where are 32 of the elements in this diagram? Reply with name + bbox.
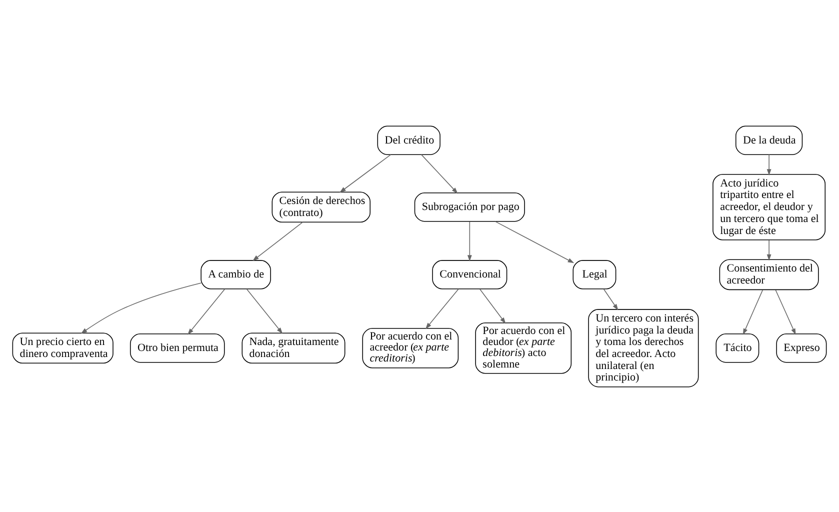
- arrow: [467, 220, 472, 261]
- node-box: Legal: [572, 260, 616, 289]
- node-box: De la deuda: [735, 125, 803, 154]
- arrow: [425, 288, 459, 329]
- node-box: Del crédito: [377, 125, 440, 154]
- arrow: [775, 289, 796, 334]
- arrow: [188, 288, 226, 334]
- arrow: [252, 221, 304, 260]
- arrow: [479, 288, 506, 324]
- arrow: [246, 288, 283, 334]
- node-box: Convencional: [432, 260, 508, 289]
- arrow: [421, 154, 458, 194]
- node-box: Subrogación por pago: [414, 192, 525, 222]
- arrow: [80, 282, 202, 334]
- arrow: [766, 154, 772, 175]
- arrow: [340, 154, 392, 192]
- arrow: [742, 289, 764, 334]
- node-box: Cesión de derechos (contrato): [272, 191, 371, 222]
- node-box: Por acuerdo con el acreedor (ex parte creditoris): [362, 328, 459, 368]
- node-box: Consentimiento del acreedor: [719, 258, 819, 290]
- node-box: Tácito: [716, 333, 760, 362]
- arrow: [603, 288, 618, 310]
- node-box: Un precio cierto en dinero compraventa: [12, 332, 114, 364]
- arrow: [766, 239, 772, 260]
- arrow: [494, 220, 574, 263]
- node-box: Por acuerdo con el deudor (ex parte debitoris) acto solemne: [475, 322, 572, 374]
- node-box: Nada, gratuitamente donación: [242, 332, 346, 364]
- node-box: Expreso: [776, 333, 827, 362]
- node-box: Un tercero con interés jurídico paga la deuda y toma los derechos del acreedor. Acto unilateral (en principio): [588, 308, 699, 387]
- node-box: Acto jurídico tripartito entre el acreedor, el deudor y un tercero que toma el lugar de éste: [712, 173, 826, 240]
- node-box: A cambio de: [200, 260, 271, 289]
- node-box: Otro bien permuta: [130, 333, 225, 362]
